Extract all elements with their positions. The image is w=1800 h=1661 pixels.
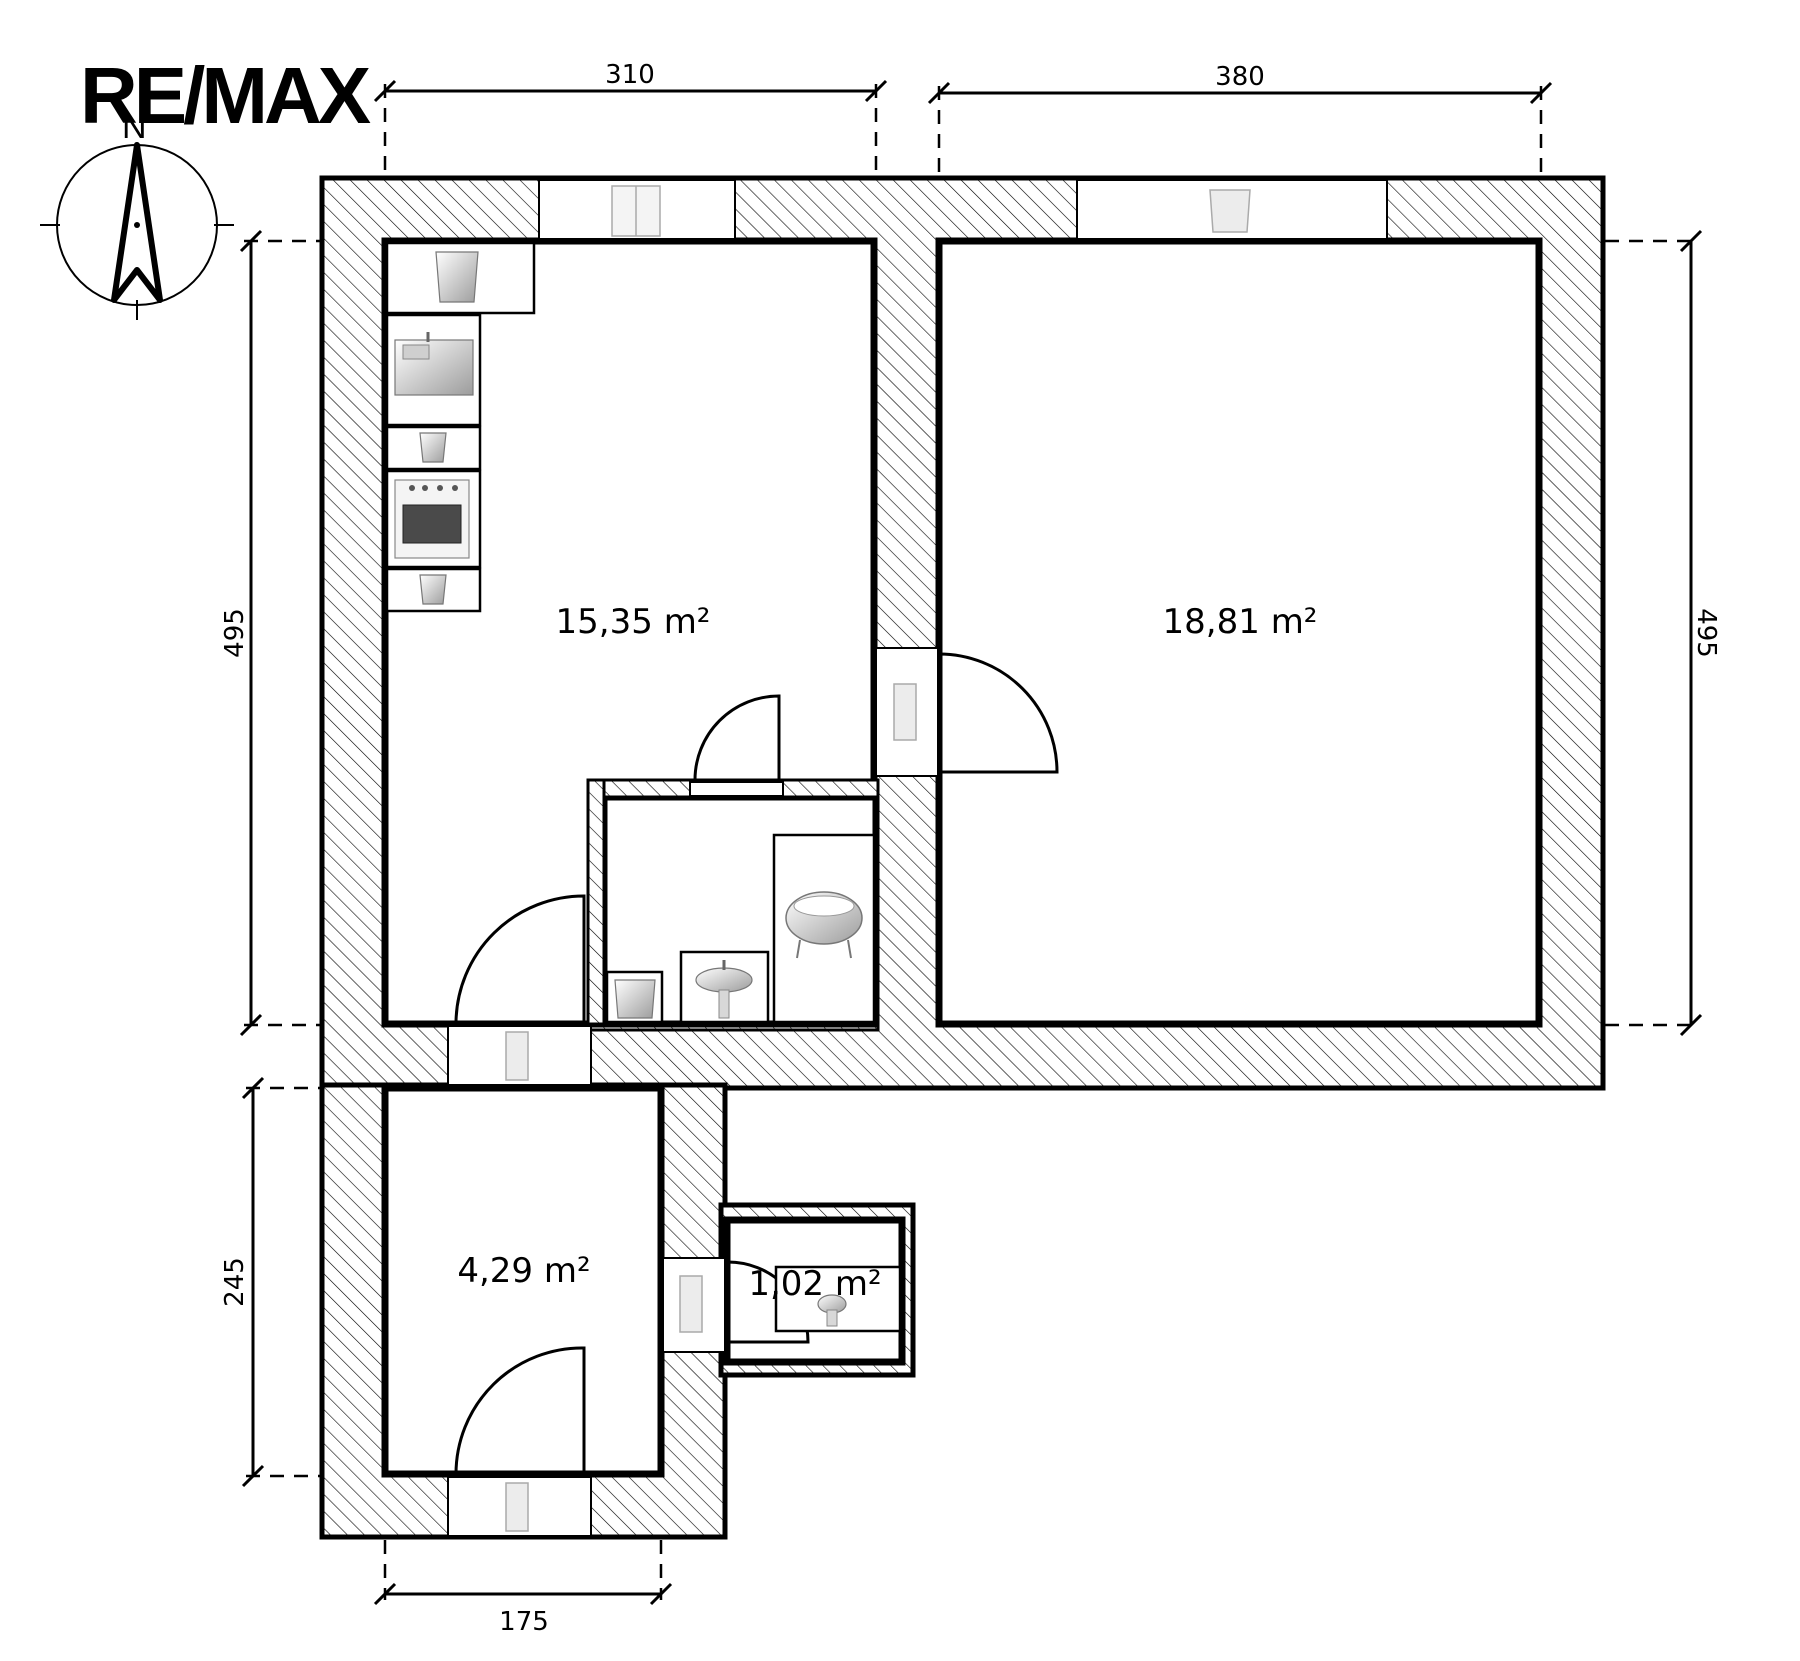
area-wc: 1,02 m² bbox=[748, 1264, 881, 1304]
door-swing-entrance bbox=[454, 1346, 586, 1476]
area-hall: 4,29 m² bbox=[457, 1251, 590, 1291]
north-label: N bbox=[122, 108, 147, 146]
bathroom-fixtures bbox=[605, 833, 876, 1024]
living-room bbox=[935, 237, 1543, 1028]
door-icon bbox=[679, 1275, 703, 1333]
logo-text: RE/MAX bbox=[80, 51, 371, 140]
dimension-label-right: 495 bbox=[1691, 608, 1721, 658]
dimension-label-bottom: 175 bbox=[499, 1607, 549, 1637]
dimension-lines: 310 380 495 495 bbox=[220, 60, 1721, 1637]
dimension-left-lower: 245 bbox=[220, 1076, 320, 1488]
dimension-top-left: 310 bbox=[373, 60, 888, 176]
dimension-label-top-right: 380 bbox=[1215, 62, 1265, 92]
dimension-label-top-left: 310 bbox=[605, 60, 655, 90]
dimension-label-left-lower: 245 bbox=[220, 1257, 250, 1307]
door-swing-hall bbox=[454, 894, 586, 1024]
kitchen-fixtures bbox=[385, 241, 536, 613]
windows bbox=[538, 179, 1388, 240]
area-living: 18,81 m² bbox=[1163, 602, 1318, 642]
dimension-top-right: 380 bbox=[927, 62, 1553, 176]
door-opening-bathroom bbox=[689, 781, 784, 797]
window-icon bbox=[1209, 189, 1251, 233]
door-swing-bathroom bbox=[693, 694, 781, 782]
door-icon bbox=[505, 1031, 529, 1081]
dimension-left-upper: 495 bbox=[220, 229, 320, 1037]
compass: N bbox=[40, 108, 234, 320]
dimension-right: 495 bbox=[1605, 229, 1721, 1037]
doors bbox=[447, 647, 1059, 1537]
dimension-label-left-upper: 495 bbox=[220, 608, 250, 658]
dimension-bottom: 175 bbox=[373, 1540, 673, 1637]
area-kitchen: 15,35 m² bbox=[556, 602, 711, 642]
door-icon bbox=[893, 683, 917, 741]
wc-fixtures bbox=[774, 1265, 902, 1333]
remax-logo: RE/MAX bbox=[80, 51, 375, 140]
door-swing-living bbox=[937, 652, 1059, 774]
area-labels: 15,35 m² 18,81 m² 4,29 m² 1,02 m² bbox=[457, 602, 1317, 1304]
door-icon bbox=[505, 1482, 529, 1532]
hall-room bbox=[381, 1084, 665, 1478]
